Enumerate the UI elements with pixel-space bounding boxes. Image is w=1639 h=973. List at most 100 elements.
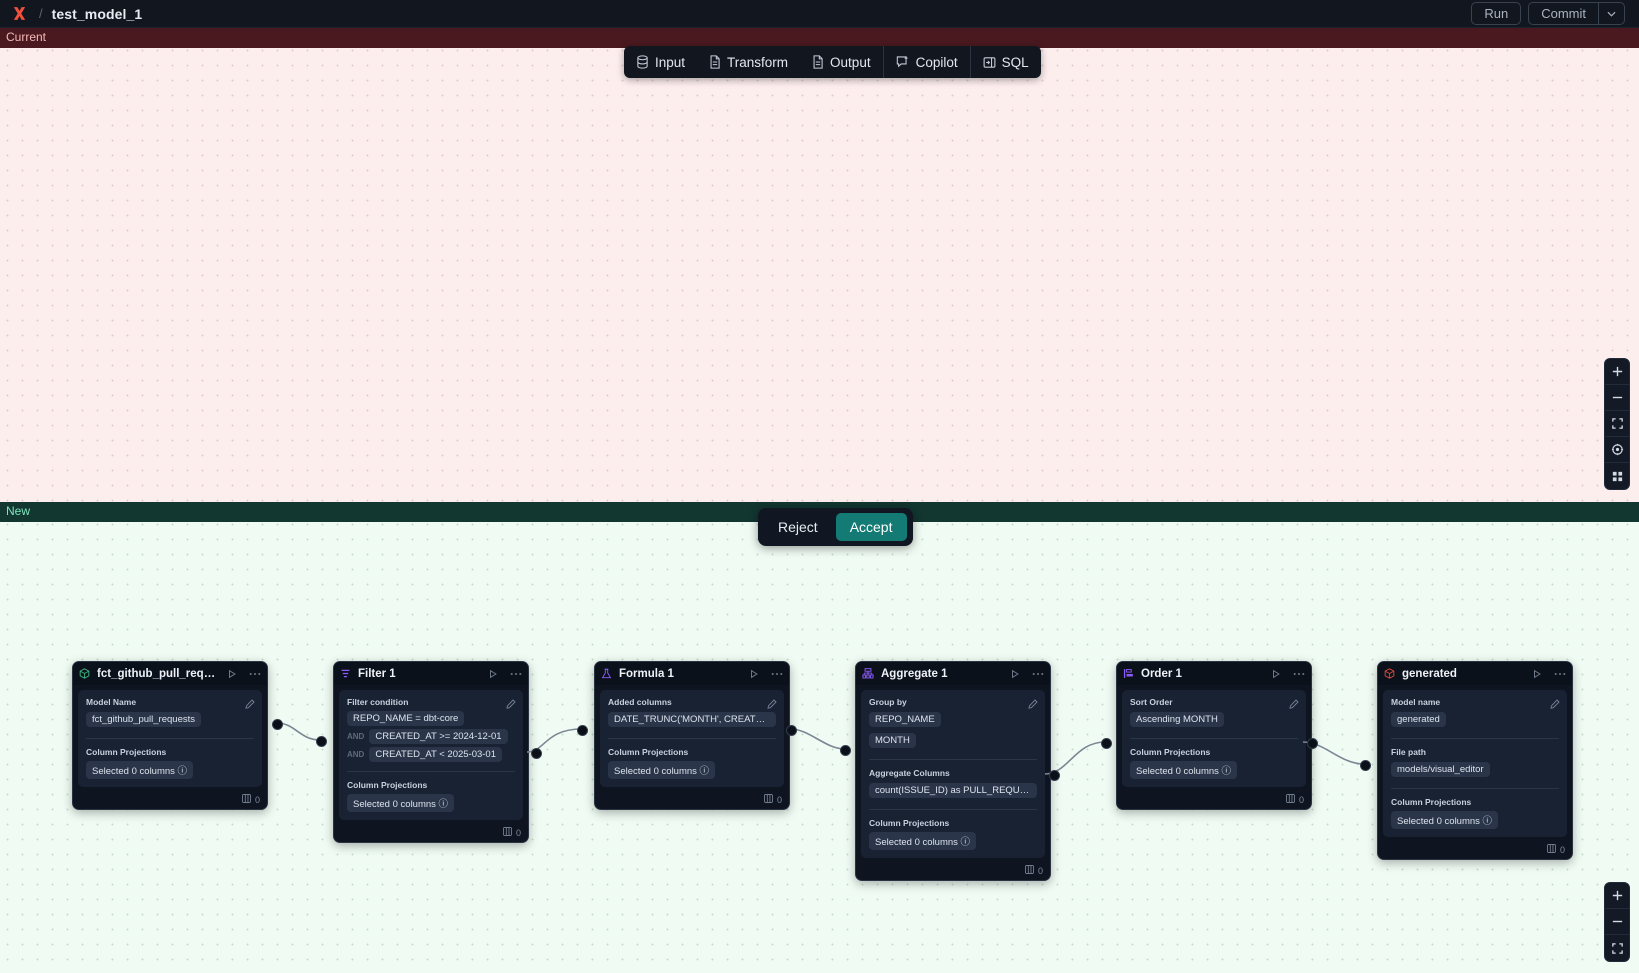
grid-icon[interactable] xyxy=(1605,463,1629,489)
canvas-new[interactable] xyxy=(0,502,1639,973)
value-chip[interactable]: Selected 0 columns ⓘ xyxy=(347,794,455,812)
value-chip[interactable]: generated xyxy=(1391,712,1446,728)
canvas-current[interactable] xyxy=(0,28,1639,502)
field-label: Column Projections xyxy=(86,738,254,757)
toolbar-item-output[interactable]: Output xyxy=(800,46,883,78)
value-chip[interactable]: count(ISSUE_ID) as PULL_REQUEST_... xyxy=(869,783,1037,799)
run-button[interactable]: Run xyxy=(1471,2,1522,25)
edge-connector-dot[interactable] xyxy=(272,719,283,730)
run-node-icon[interactable] xyxy=(749,669,759,679)
rows-icon xyxy=(1286,794,1295,805)
value-chip[interactable]: MONTH xyxy=(869,733,916,749)
page-title: test_model_1 xyxy=(51,5,143,22)
value-chip[interactable]: models/visual_editor xyxy=(1391,762,1490,778)
run-node-icon[interactable] xyxy=(1010,669,1020,679)
fit-view-icon[interactable] xyxy=(1605,935,1629,961)
node-menu-icon[interactable] xyxy=(1032,672,1044,676)
toolbar-item-sql[interactable]: SQL xyxy=(969,46,1041,78)
value-chip[interactable]: fct_github_pull_requests xyxy=(86,712,201,728)
node-menu-icon[interactable] xyxy=(771,672,783,676)
node-toolbar: Input Transform Output xyxy=(624,46,1041,78)
node-header[interactable]: Aggregate 1 xyxy=(856,662,1050,685)
node-menu-icon[interactable] xyxy=(1554,672,1566,676)
node-header[interactable]: fct_github_pull_requests xyxy=(73,662,267,685)
row-count: 0 xyxy=(1298,794,1304,805)
edit-pencil-icon[interactable] xyxy=(1550,696,1560,714)
value-chip[interactable]: CREATED_AT >= 2024-12-01 xyxy=(369,729,508,744)
value-chip[interactable]: REPO_NAME = dbt-core xyxy=(347,711,465,726)
value-chip[interactable]: REPO_NAME xyxy=(869,712,941,728)
edge-connector-dot[interactable] xyxy=(1307,738,1318,749)
fit-view-icon[interactable] xyxy=(1605,411,1629,437)
node-card-source[interactable]: fct_github_pull_requests Model Namefct_g… xyxy=(72,661,268,811)
edit-pencil-icon[interactable] xyxy=(506,696,516,714)
reject-button[interactable]: Reject xyxy=(764,513,832,541)
database-icon xyxy=(636,55,649,69)
zoom-in-icon[interactable] xyxy=(1605,359,1629,385)
run-node-icon[interactable] xyxy=(1271,669,1281,679)
toolbar-item-input[interactable]: Input xyxy=(624,46,697,78)
edit-pencil-icon[interactable] xyxy=(767,696,777,714)
run-node-icon[interactable] xyxy=(1532,669,1542,679)
value-chip[interactable]: DATE_TRUNC('MONTH', CREATED_AT... xyxy=(608,712,776,728)
lock-target-icon[interactable] xyxy=(1605,437,1629,463)
edit-pencil-icon[interactable] xyxy=(1289,696,1299,714)
toolbar-label-output: Output xyxy=(830,54,871,70)
chevron-down-icon[interactable] xyxy=(1598,3,1624,24)
commit-button[interactable]: Commit xyxy=(1529,3,1598,24)
node-footer: 0 xyxy=(334,825,528,842)
value-chip[interactable]: Selected 0 columns ⓘ xyxy=(608,761,716,779)
node-header[interactable]: generated xyxy=(1378,662,1572,685)
field-label: Sort Order xyxy=(1130,697,1173,707)
value-chip[interactable]: Selected 0 columns ⓘ xyxy=(1130,761,1238,779)
field-label: Model name xyxy=(1391,697,1441,707)
value-chip[interactable]: CREATED_AT < 2025-03-01 xyxy=(369,747,503,762)
value-chip[interactable]: Ascending MONTH xyxy=(1130,712,1224,728)
edge-connector-dot[interactable] xyxy=(1360,760,1371,771)
run-node-icon[interactable] xyxy=(488,669,498,679)
toolbar-item-transform[interactable]: Transform xyxy=(697,46,800,78)
node-header[interactable]: Order 1 xyxy=(1117,662,1311,685)
edge-connector-dot[interactable] xyxy=(316,736,327,747)
edge-connector-dot[interactable] xyxy=(531,748,542,759)
edge-connector-dot[interactable] xyxy=(1049,770,1060,781)
sql-panel-icon xyxy=(983,56,996,69)
edge-connector-dot[interactable] xyxy=(1101,738,1112,749)
accept-button[interactable]: Accept xyxy=(835,513,907,541)
node-menu-icon[interactable] xyxy=(1293,672,1305,676)
flask-formula-icon xyxy=(601,668,612,680)
zoom-in-icon[interactable] xyxy=(1605,883,1629,909)
condition-row: REPO_NAME = dbt-core xyxy=(347,711,515,726)
edit-pencil-icon[interactable] xyxy=(245,696,255,714)
edge-connector-dot[interactable] xyxy=(577,725,588,736)
zoom-out-icon[interactable] xyxy=(1605,385,1629,411)
node-footer: 0 xyxy=(73,792,267,809)
node-header[interactable]: Formula 1 xyxy=(595,662,789,685)
toolbar-item-copilot[interactable]: Copilot xyxy=(882,46,970,78)
edit-pencil-icon[interactable] xyxy=(1028,696,1038,714)
node-menu-icon[interactable] xyxy=(249,672,261,676)
chip-row: Selected 0 columns ⓘ xyxy=(869,832,1037,850)
run-node-icon[interactable] xyxy=(227,669,237,679)
value-chip[interactable]: Selected 0 columns ⓘ xyxy=(86,761,194,779)
rows-icon xyxy=(764,794,773,805)
node-header[interactable]: Filter 1 xyxy=(334,662,528,685)
value-chip[interactable]: Selected 0 columns ⓘ xyxy=(869,832,977,850)
x-logo-icon[interactable] xyxy=(8,3,30,25)
field-label: Column Projections xyxy=(1391,788,1559,807)
field-label: Aggregate Columns xyxy=(869,759,1037,778)
edge-connector-dot[interactable] xyxy=(840,745,851,756)
value-chip[interactable]: Selected 0 columns ⓘ xyxy=(1391,811,1499,829)
rows-icon xyxy=(242,794,251,805)
chip-row: Selected 0 columns ⓘ xyxy=(1391,811,1559,829)
zoom-out-icon[interactable] xyxy=(1605,909,1629,935)
node-menu-icon[interactable] xyxy=(510,672,522,676)
edge-connector-dot[interactable] xyxy=(786,725,797,736)
